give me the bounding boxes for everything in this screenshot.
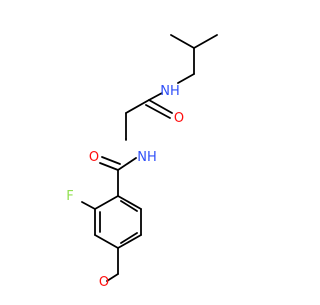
bond-ch2-n <box>177 73 195 84</box>
atom-label-nh-amide1: NH <box>137 150 157 165</box>
bond-ring-inner-2 <box>120 232 138 244</box>
bond-cho-o <box>106 273 119 282</box>
atom-label-nh-amide2: NH <box>160 84 180 99</box>
bond-n-carbonyl <box>148 92 163 101</box>
atom-label-o-amide2: O <box>174 111 184 126</box>
bond-ring-inner-3 <box>120 200 138 212</box>
bond-carbonyl-ch2 <box>125 99 150 114</box>
structure-diagram: F O O NH O NH <box>66 34 218 290</box>
bond-carbonyl2-o-2 <box>101 156 121 165</box>
bond-ring-4 <box>117 234 142 249</box>
molecule-svg: F O O NH O NH <box>66 34 218 290</box>
bond-ring-1 <box>94 195 119 210</box>
bond-ring-6 <box>117 195 142 210</box>
bond-methyl-b <box>193 34 218 49</box>
bond-carbonyl-o-2 <box>145 104 171 119</box>
bond-carbonyl2-o-1 <box>99 162 119 171</box>
atom-label-o-amide1: O <box>89 150 99 165</box>
bond-nh-carbonyl2 <box>117 157 137 171</box>
atom-label-f: F <box>66 189 73 204</box>
atom-labels: F O O NH O NH <box>66 84 184 290</box>
atom-label-o-formyl: O <box>99 275 109 290</box>
bond-ring-3 <box>94 234 119 249</box>
bond-ring-f <box>81 201 96 210</box>
bonds <box>81 34 218 282</box>
bond-carbonyl-o-1 <box>148 99 173 114</box>
bond-methyl-a <box>170 34 195 49</box>
